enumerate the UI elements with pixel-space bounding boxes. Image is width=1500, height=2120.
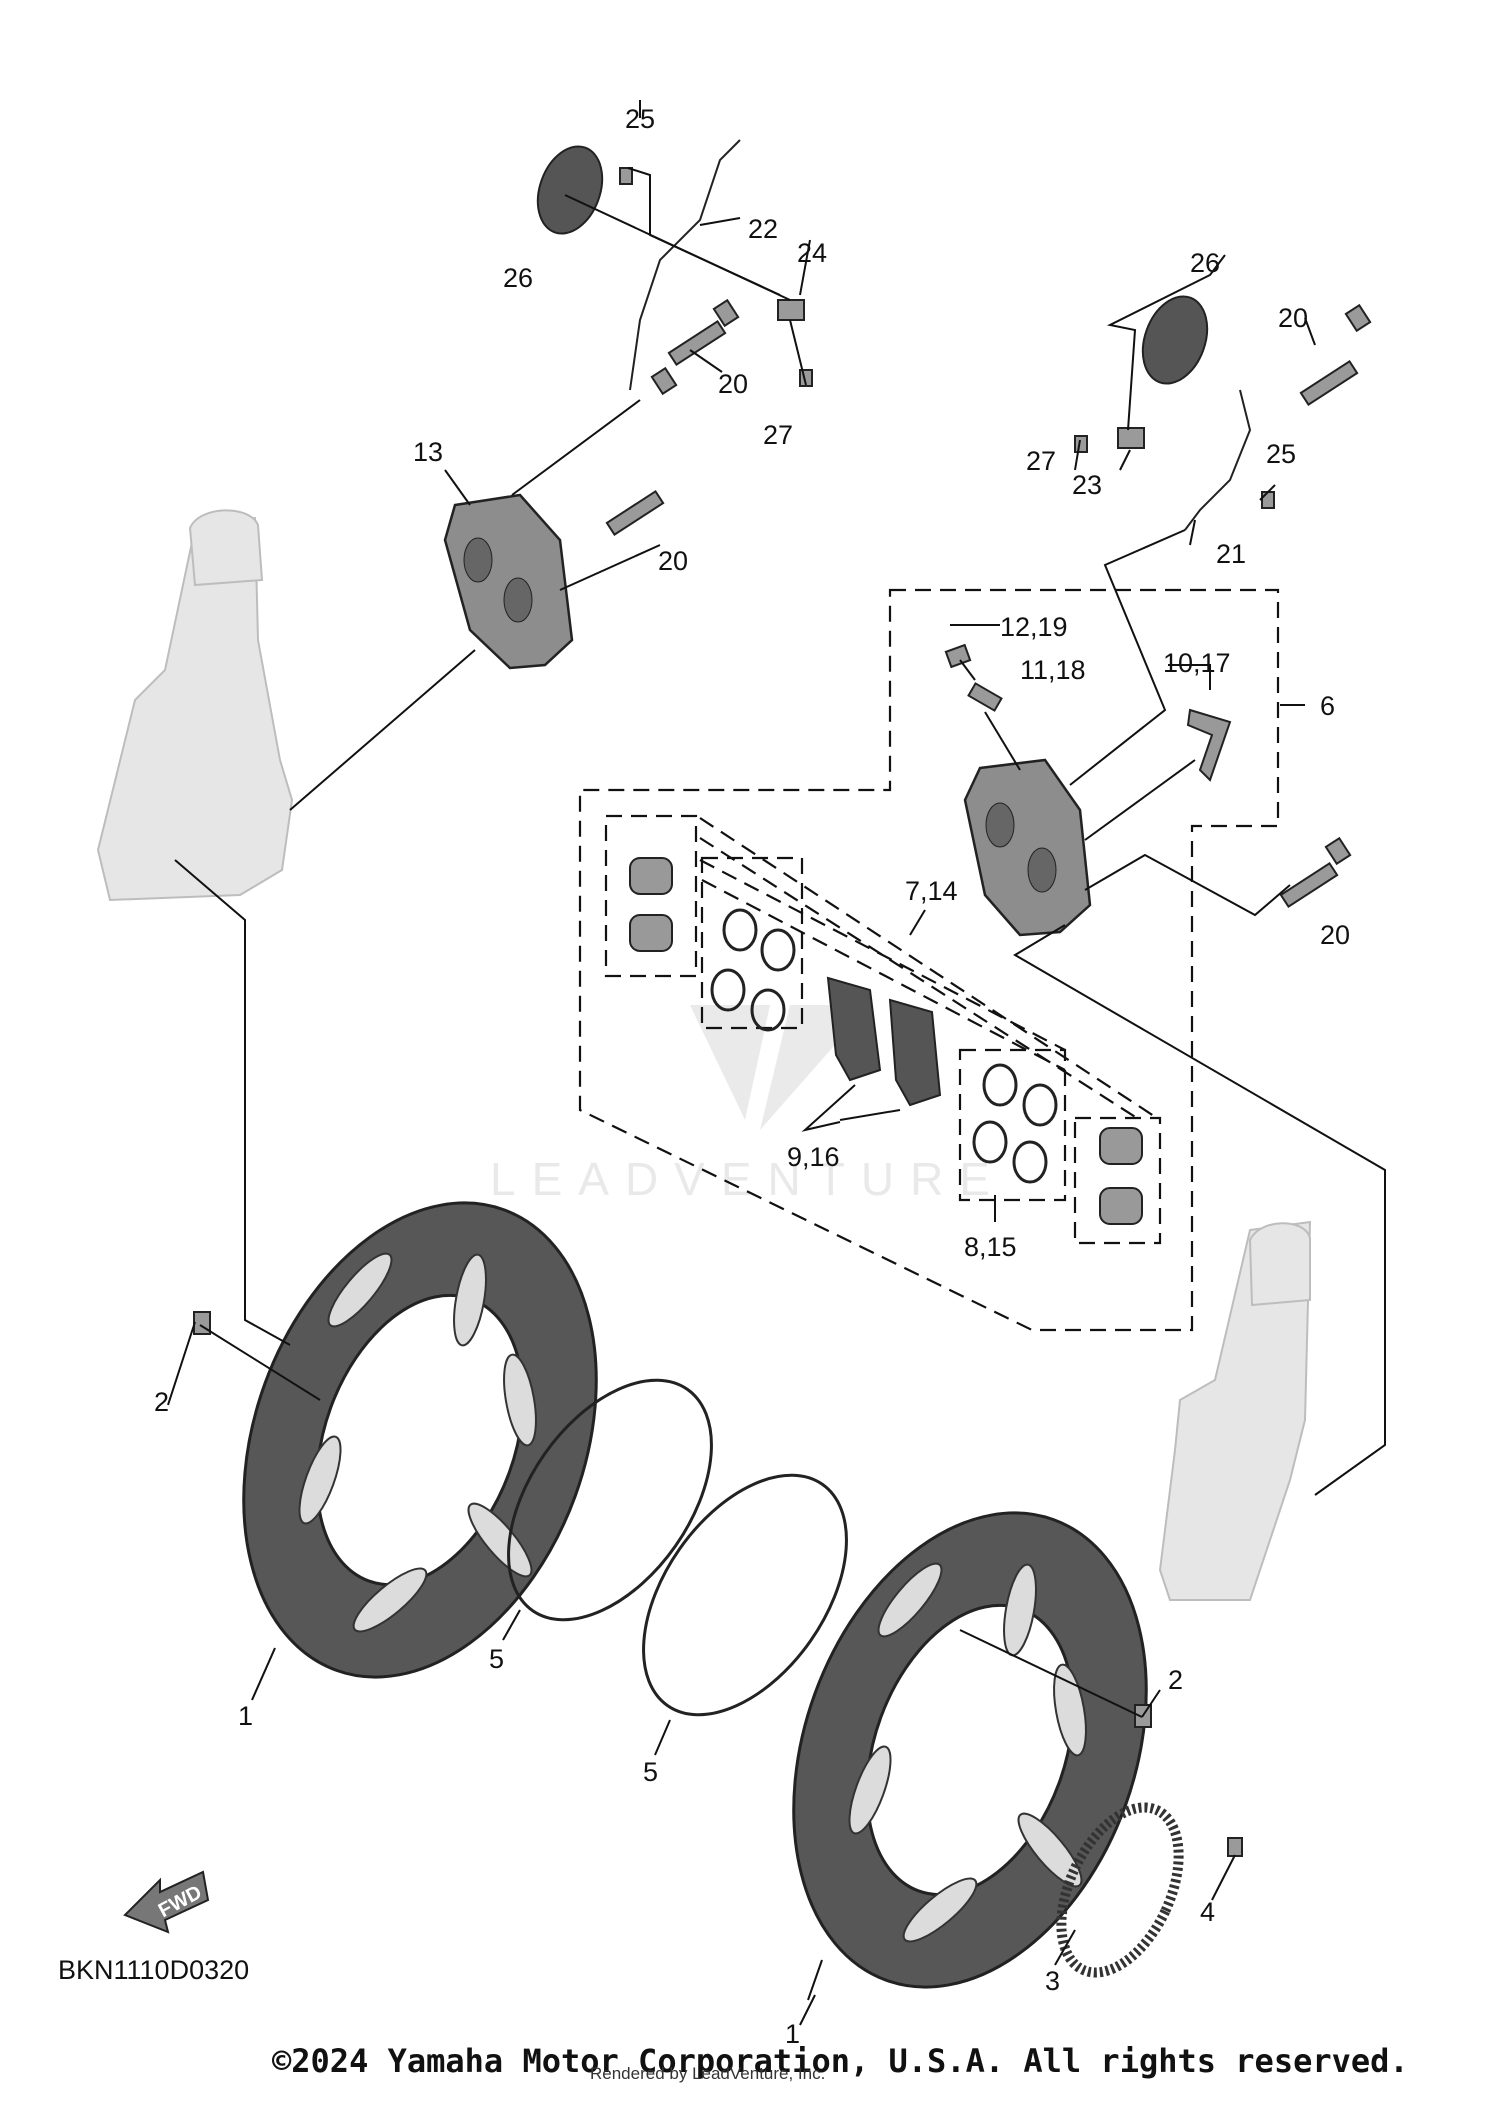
bolt-20-d [1279, 836, 1352, 909]
callout-2-left: 2 [154, 1387, 169, 1417]
pistons-right [1099, 1127, 1143, 1225]
callout-27-a: 27 [763, 420, 793, 450]
callout-3: 3 [1045, 1966, 1060, 1996]
callout-20-a: 20 [718, 369, 748, 399]
callout-4: 4 [1200, 1897, 1215, 1927]
callout-5-a: 5 [489, 1644, 504, 1674]
caliper-bolts [605, 298, 1372, 909]
bracket-22 [629, 139, 741, 391]
bleed-screw [967, 682, 1003, 712]
diagram-code: BKN1110D0320 [58, 1955, 250, 1985]
pad-spring [1186, 708, 1232, 782]
callout-13: 13 [413, 437, 443, 467]
seals-right [972, 1063, 1058, 1184]
callout-20-b: 20 [658, 546, 688, 576]
callout-8-15: 8,15 [964, 1232, 1017, 1262]
rendered-by-notice: Rendered by LeadVenture, Inc. [590, 2064, 826, 2083]
spacer-5-b [642, 1473, 848, 1717]
callout-10-17: 10,17 [1163, 648, 1231, 678]
copyright-notice: ©2024 Yamaha Motor Corporation, U.S.A. A… [272, 2042, 1409, 2080]
brake-disc-left [242, 1201, 598, 1679]
sensor-screw [1227, 1837, 1243, 1857]
callout-23: 23 [1072, 470, 1102, 500]
callout-12-19: 12,19 [1000, 612, 1068, 642]
bracket-21 [1184, 389, 1252, 531]
callout-2-right: 2 [1168, 1665, 1183, 1695]
callout-1-right: 1 [785, 2019, 800, 2049]
callout-22: 22 [748, 214, 778, 244]
callouts: 25 22 24 26 20 27 13 20 26 20 27 23 25 2… [154, 104, 1350, 2049]
seals-left [710, 908, 796, 1032]
callout-26-a: 26 [503, 263, 533, 293]
callout-27-b: 27 [1026, 446, 1056, 476]
cover-26-right [1141, 295, 1209, 385]
callout-25-a: 25 [625, 104, 655, 134]
pistons-left [629, 857, 673, 952]
bolt-20-a [667, 298, 740, 367]
bleed-cap [944, 643, 972, 669]
watermark-text: LEADVENTURE [490, 1153, 1006, 1205]
callout-26-b: 26 [1190, 248, 1220, 278]
right-caliper [963, 758, 1092, 937]
brake-pads [826, 976, 942, 1107]
callout-20-c: 20 [1278, 303, 1308, 333]
spacer-5-a [507, 1378, 713, 1622]
watermark: LEADVENTURE [490, 1005, 1006, 1205]
callout-20-d: 20 [1320, 920, 1350, 950]
cover-26-left [536, 145, 604, 235]
kit-6-outline [578, 588, 1280, 1332]
brake-disc-right [792, 1511, 1148, 1989]
left-fork-leg [96, 509, 294, 902]
callout-7-14: 7,14 [905, 876, 958, 906]
callout-9-16: 9,16 [787, 1142, 840, 1172]
kit-subboxes [604, 814, 1162, 1245]
callout-11-18: 11,18 [1020, 655, 1086, 685]
callout-21: 21 [1216, 539, 1246, 569]
callout-25-b: 25 [1266, 439, 1296, 469]
right-fork-leg [1158, 1220, 1312, 1601]
callout-6: 6 [1320, 691, 1335, 721]
fwd-arrow: FWD [123, 1870, 210, 1934]
callout-24: 24 [797, 238, 827, 268]
leader-lines [167, 100, 1386, 2026]
bolt-20-b [605, 366, 678, 537]
bolt-20-c [1299, 303, 1372, 407]
left-caliper [443, 493, 574, 670]
callout-1-left: 1 [238, 1701, 253, 1731]
callout-5-b: 5 [643, 1757, 658, 1787]
